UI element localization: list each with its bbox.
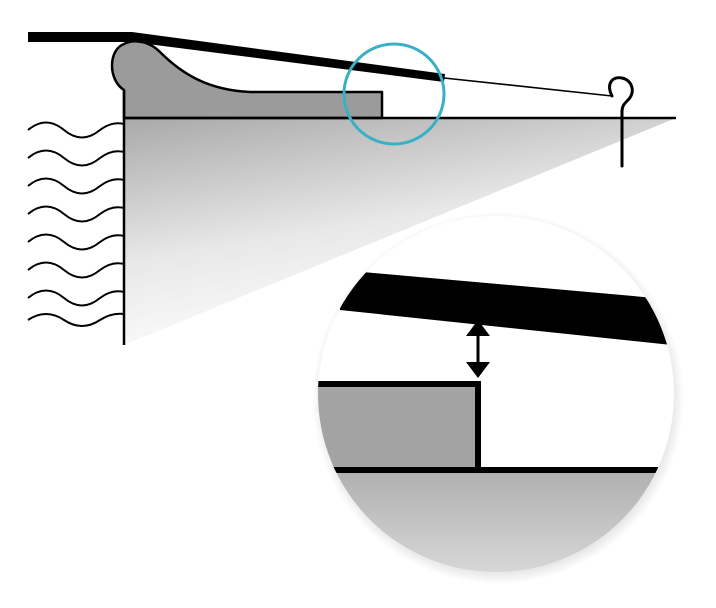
double-arrow-vertical-icon: [466, 320, 490, 378]
hook-icon: [608, 76, 634, 168]
magnified-block: [318, 384, 478, 472]
tension-wire: [443, 77, 613, 97]
molding-profile: [110, 40, 384, 120]
highlight-ring: [342, 42, 446, 146]
magnified-sheet: [340, 270, 674, 348]
wall-hatching: [27, 121, 125, 327]
magnified-shadow-band: [318, 472, 674, 572]
surface-shadow: [124, 118, 676, 345]
magnifier-lens: [318, 216, 674, 572]
magnified-block-edge: [318, 381, 481, 472]
sloped-sheet: [28, 32, 445, 82]
